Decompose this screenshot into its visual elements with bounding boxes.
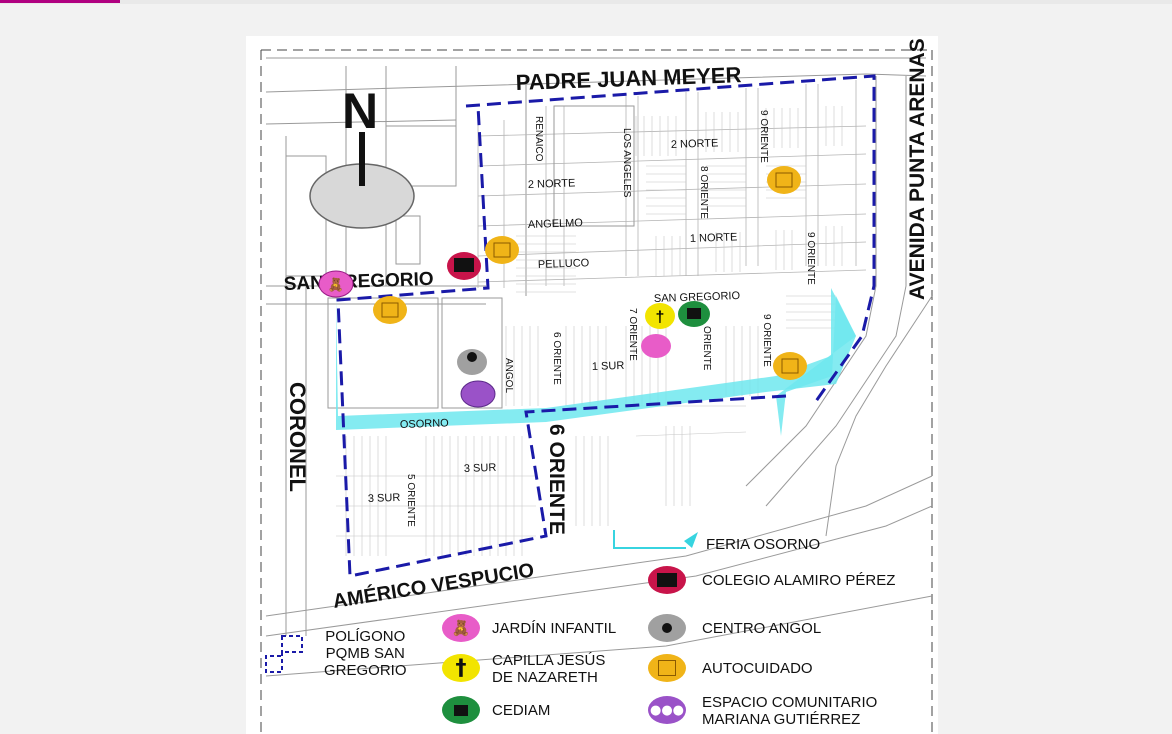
map-centro-angol-glyph	[467, 352, 477, 362]
map-espacio-icon	[460, 380, 496, 408]
map-capilla-glyph: †	[656, 309, 665, 326]
map-capilla-icon	[645, 303, 675, 329]
map-autocuidado-glyph-4	[781, 358, 799, 374]
map-panel: N PADRE JUAN MEYER AVENIDA PUNTA ARENAS …	[246, 36, 938, 734]
map-autocuidado-icon-1	[485, 236, 519, 264]
street-3-sur-a: 3 SUR	[464, 462, 497, 475]
street-padre-juan-meyer: PADRE JUAN MEYER	[515, 62, 742, 95]
legend-colegio-label: COLEGIO ALAMIRO PÉREZ	[702, 572, 896, 589]
street-angol: ANGOL	[503, 358, 514, 393]
map-autocuidado-glyph-1	[493, 242, 511, 258]
street-coronel: CORONEL	[285, 382, 310, 492]
map-canvas: N PADRE JUAN MEYER AVENIDA PUNTA ARENAS …	[260, 38, 933, 734]
legend-espacio-label: ESPACIO COMUNITARIO MARIANA GUTIÉRREZ	[702, 694, 878, 728]
legend-espacio-icon: ●●●	[648, 696, 686, 724]
street-1-sur: 1 SUR	[592, 360, 625, 373]
legend-capilla-icon: †	[442, 654, 480, 682]
person-glyph	[662, 623, 672, 633]
street-2-norte-b: 2 NORTE	[528, 177, 576, 191]
legend-centro-angol-label: CENTRO ANGOL	[702, 620, 822, 637]
legend-capilla-label: CAPILLA JESÚS DE NAZARETH	[492, 652, 606, 686]
building-outlines	[285, 105, 635, 409]
street-7-oriente-b: ORIENTE	[701, 326, 712, 371]
school-glyph	[657, 573, 677, 587]
street-6-oriente-big: 6 ORIENTE	[545, 424, 568, 535]
legend-autocuidado-icon	[648, 654, 686, 682]
map-autocuidado-glyph-2	[381, 302, 399, 318]
legend-autocuidado-label: AUTOCUIDADO	[702, 660, 813, 677]
feria-arrow-icon	[684, 532, 698, 548]
legend-centro-angol-icon	[648, 614, 686, 642]
street-angelmo: ANGELMO	[528, 217, 584, 231]
street-5-oriente: 5 ORIENTE	[405, 474, 416, 527]
legend-jardin-icon: 🧸	[442, 614, 480, 642]
north-letter: N	[342, 83, 378, 139]
street-9-oriente-a: 9 ORIENTE	[758, 110, 769, 163]
street-6-oriente-small: 6 ORIENTE	[551, 332, 562, 385]
street-osorno: OSORNO	[400, 417, 450, 431]
map-autocuidado-icon-4	[773, 352, 807, 380]
north-arrow: N	[309, 83, 415, 229]
polygon-boundary	[336, 74, 876, 578]
street-renaico: RENAICO	[533, 116, 544, 162]
street-9-oriente-c: 9 ORIENTE	[761, 314, 772, 367]
block-hatch-center	[505, 295, 836, 406]
map-cediam-glyph	[687, 308, 701, 319]
group-glyph: ●●●	[649, 702, 685, 718]
map-markers: 🧸 †	[318, 166, 807, 408]
map-jardin-icon	[318, 270, 354, 298]
field-glyph	[658, 660, 676, 676]
map-jardin-glyph: 🧸	[328, 277, 344, 293]
street-1-norte: 1 NORTE	[690, 231, 738, 245]
map-colegio-glyph	[454, 258, 474, 272]
block-hatch-sw	[336, 405, 747, 556]
street-americo-vespucio: AMÉRICO VESPUCIO	[331, 558, 535, 613]
map-autocuidado-icon-2	[373, 296, 407, 324]
street-7-oriente-a: 7 ORIENTE	[627, 308, 638, 361]
road-outlines	[265, 57, 933, 677]
legend-cediam-icon	[442, 696, 480, 724]
feria-line	[613, 530, 686, 549]
street-san-gregorio-west: SAN GREGORIO	[283, 269, 434, 295]
street-pelluco: PELLUCO	[538, 257, 590, 271]
map-jardin-icon-2	[641, 334, 671, 358]
street-3-sur-b: 3 SUR	[368, 492, 401, 505]
street-2-norte-a: 2 NORTE	[671, 137, 719, 151]
street-avenida-punta-arenas: AVENIDA PUNTA ARENAS	[906, 38, 929, 300]
map-autocuidado-icon-3	[767, 166, 801, 194]
street-san-gregorio-center: SAN GREGORIO	[654, 290, 741, 305]
legend-colegio-icon	[648, 566, 686, 594]
street-8-oriente: 8 ORIENTE	[698, 166, 709, 219]
legend-polygon-icon	[265, 635, 303, 673]
house-glyph	[454, 704, 468, 716]
street-los-angeles: LOS ANGELES	[621, 128, 632, 198]
osorno-avenue	[336, 288, 856, 430]
top-strip-accent	[0, 0, 120, 3]
street-9-oriente-b: 9 ORIENTE	[805, 232, 816, 285]
legend-cediam-label: CEDIAM	[492, 702, 551, 719]
legend-poligono-label: POLÍGONO PQMB SAN GREGORIO	[324, 628, 407, 679]
legend-jardin-label: JARDÍN INFANTIL	[492, 620, 617, 637]
map-autocuidado-glyph-3	[775, 172, 793, 188]
top-strip	[0, 0, 1172, 4]
label-feria-osorno: FERIA OSORNO	[706, 536, 820, 553]
feria-area	[776, 296, 856, 436]
